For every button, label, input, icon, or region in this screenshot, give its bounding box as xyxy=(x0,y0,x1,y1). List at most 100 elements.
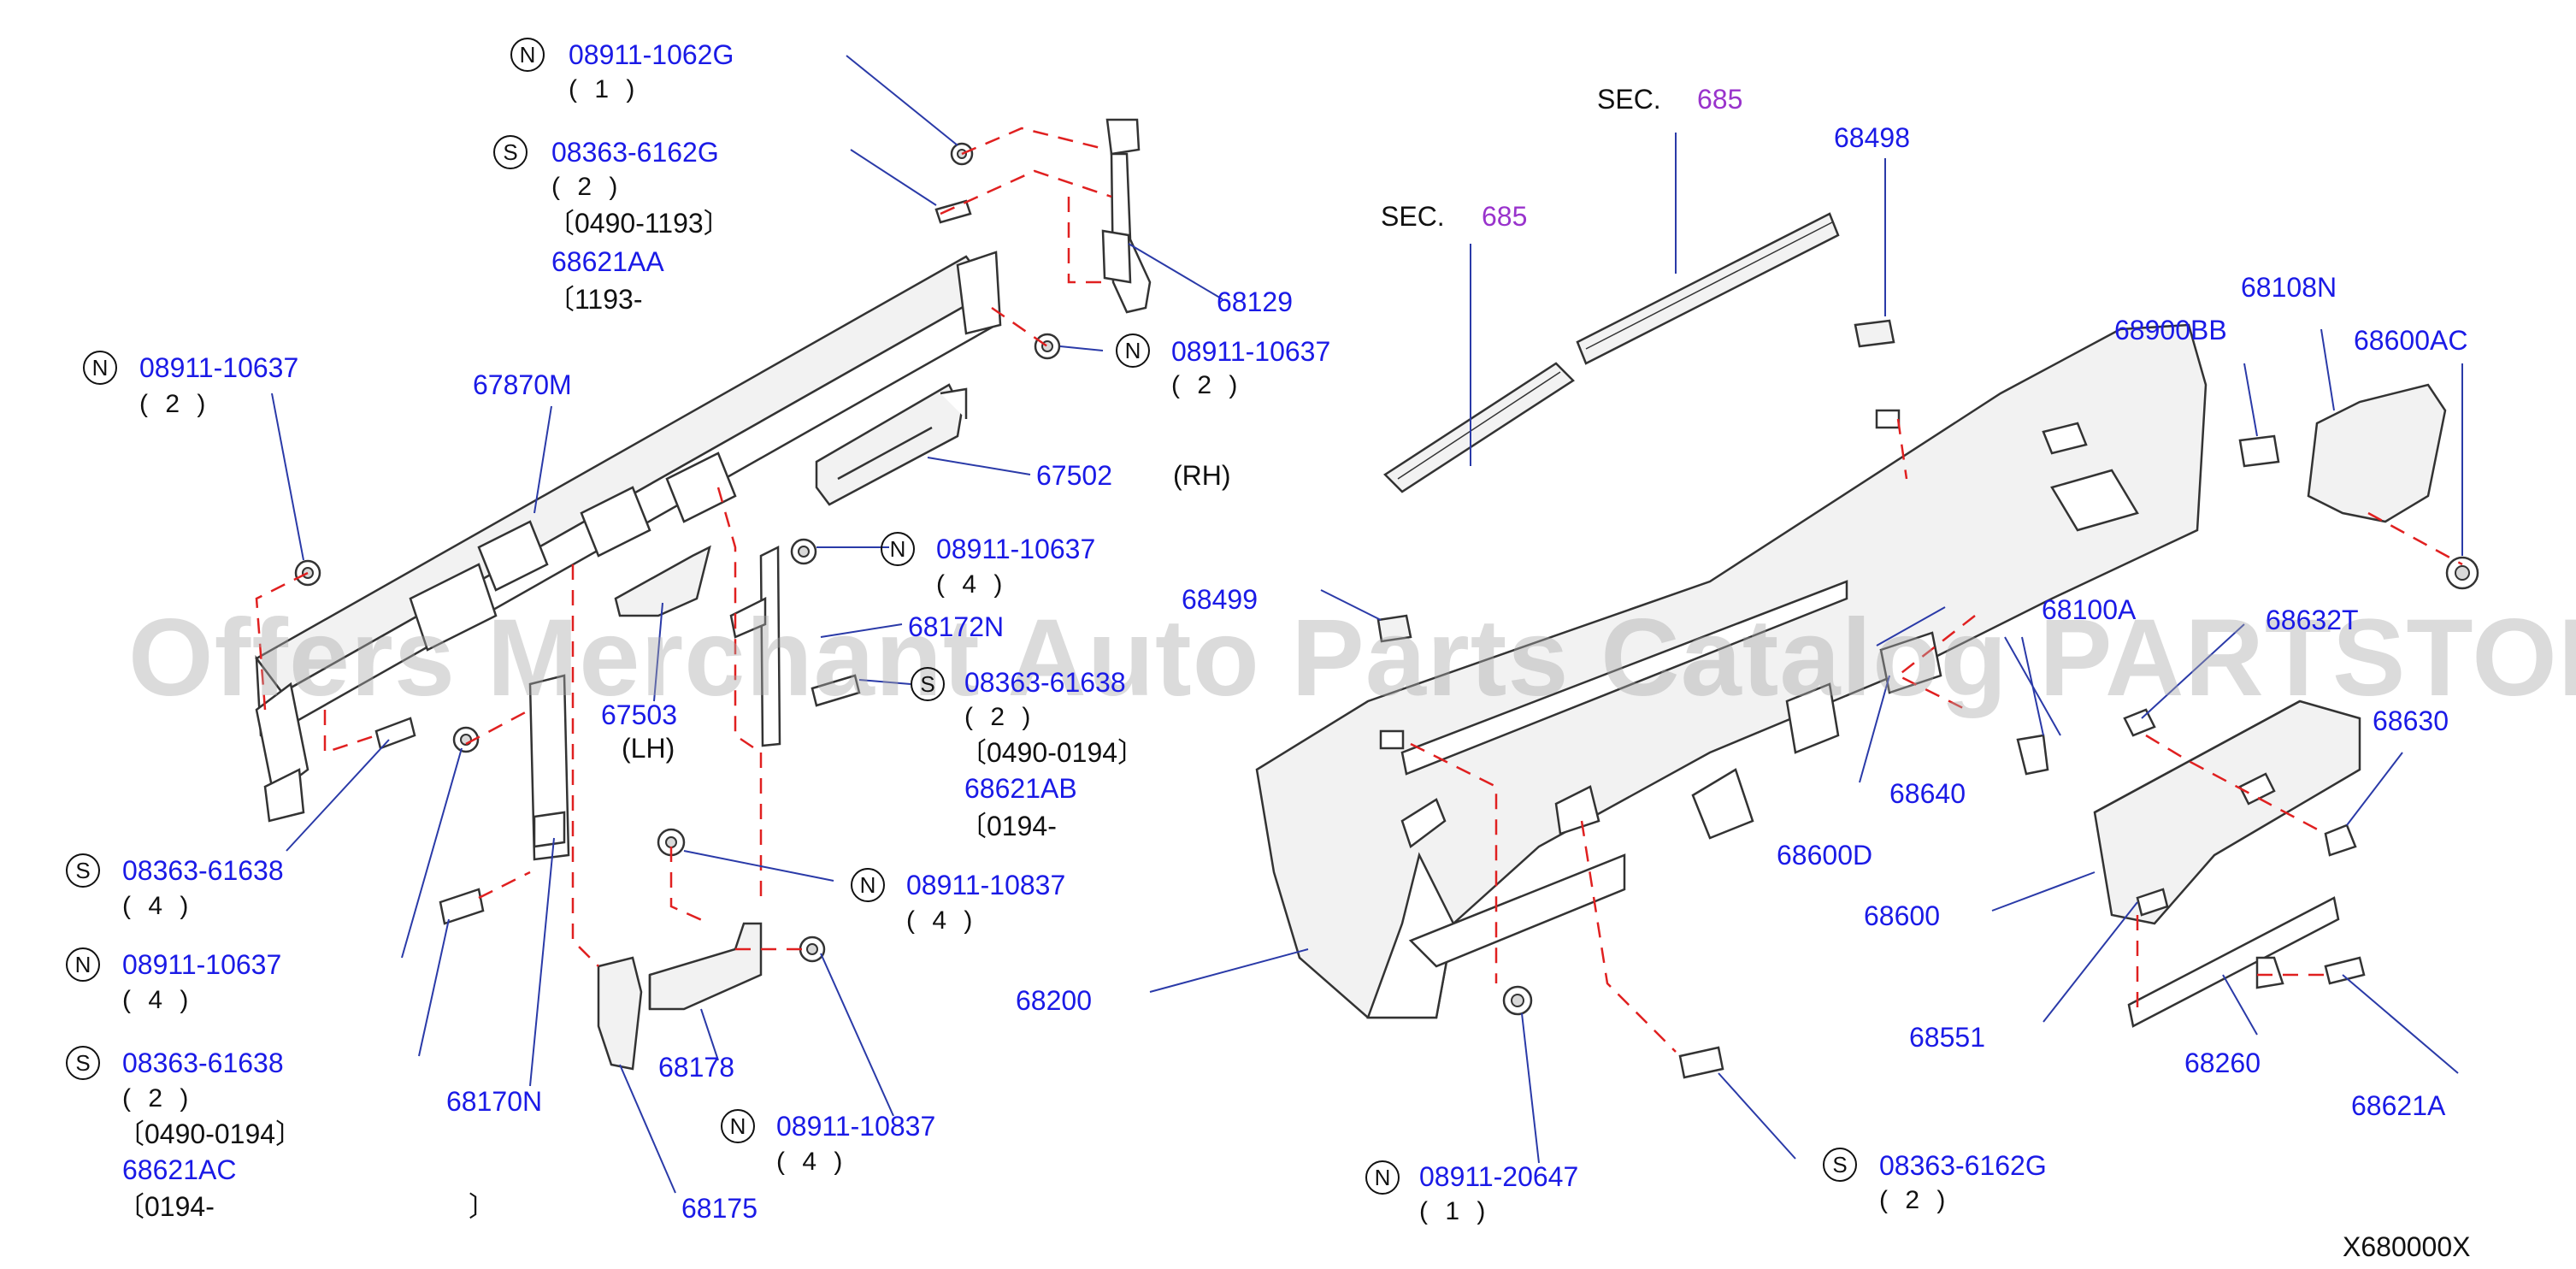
n-badge-10637-c: N xyxy=(881,532,915,566)
qty-10637-c: ( 4 ) xyxy=(936,570,1008,599)
rail-68260 xyxy=(2127,896,2340,1028)
s-badge-6162G-bot: S xyxy=(1823,1148,1857,1182)
label-08363-61638-b[interactable]: 08363-61638 xyxy=(122,1048,284,1078)
n-badge-10837-a: N xyxy=(851,868,885,902)
instrument-panel-68200 xyxy=(1255,323,2208,1019)
label-08363-61638-a[interactable]: 08363-61638 xyxy=(122,855,284,886)
label-68621AC[interactable]: 68621AC xyxy=(122,1154,237,1185)
label-sec-b: SEC. xyxy=(1381,201,1445,232)
bracket-68129 xyxy=(1101,118,1152,314)
qty-6162G-bot: ( 2 ) xyxy=(1879,1186,1951,1214)
qty-10637-b: ( 2 ) xyxy=(1171,371,1243,399)
date-0194-mid: 〔0194- xyxy=(959,811,1057,841)
qty-1062G: ( 1 ) xyxy=(569,75,640,103)
label-68260[interactable]: 68260 xyxy=(2184,1048,2261,1078)
label-68175[interactable]: 68175 xyxy=(681,1193,757,1224)
label-68632T[interactable]: 68632T xyxy=(2266,605,2359,635)
s-badge-61638-mid: S xyxy=(911,667,945,701)
label-sec-b-685[interactable]: 685 xyxy=(1482,201,1528,232)
left-fasteners xyxy=(294,142,1061,963)
date-0194-b-close: 〕 xyxy=(469,1191,497,1222)
label-08363-61638-mid[interactable]: 08363-61638 xyxy=(964,667,1126,698)
label-08911-10637-a[interactable]: 08911-10637 xyxy=(139,352,299,383)
n-badge-20647: N xyxy=(1365,1160,1400,1195)
label-68900BB[interactable]: 68900BB xyxy=(2114,315,2227,345)
label-68621AB[interactable]: 68621AB xyxy=(964,773,1077,804)
diagram-code: X680000X xyxy=(2343,1231,2471,1262)
label-68640[interactable]: 68640 xyxy=(1889,778,1966,809)
assembly-dash-lines xyxy=(255,127,2463,1053)
bracket-67502 xyxy=(815,383,968,506)
label-68600AC[interactable]: 68600AC xyxy=(2354,325,2468,356)
date-0490-0194-b: 〔0490-0194〕 xyxy=(117,1118,304,1149)
date-0490-1193: 〔0490-1193〕 xyxy=(547,208,731,239)
label-68178[interactable]: 68178 xyxy=(658,1052,734,1083)
label-08911-10637-c[interactable]: 08911-10637 xyxy=(936,534,1096,564)
label-68172N[interactable]: 68172N xyxy=(908,611,1005,642)
s-badge-6162G-top: S xyxy=(493,135,528,169)
qty-61638-mid: ( 2 ) xyxy=(964,703,1036,731)
qty-10837-a: ( 4 ) xyxy=(906,906,978,935)
label-08911-10637-d[interactable]: 08911-10637 xyxy=(122,949,282,980)
qty-61638-b: ( 2 ) xyxy=(122,1084,194,1113)
qty-20647: ( 1 ) xyxy=(1419,1197,1491,1225)
n-badge-1062G: N xyxy=(510,38,545,72)
label-67502[interactable]: 67502 xyxy=(1036,460,1112,491)
bracket-68170N xyxy=(528,674,570,861)
label-sec-a-685[interactable]: 685 xyxy=(1697,84,1743,115)
s-badge-61638-b: S xyxy=(66,1046,100,1080)
label-08911-20647[interactable]: 08911-20647 xyxy=(1419,1161,1579,1192)
glove-box-68600 xyxy=(2093,699,2361,925)
label-68600[interactable]: 68600 xyxy=(1864,900,1940,931)
label-08363-6162G-bot[interactable]: 08363-6162G xyxy=(1879,1150,2047,1181)
label-08911-10637-b[interactable]: 08911-10637 xyxy=(1171,336,1331,367)
label-68170N[interactable]: 68170N xyxy=(446,1086,543,1117)
date-0490-0194-mid: 〔0490-0194〕 xyxy=(959,737,1146,768)
qty-10837-b: ( 4 ) xyxy=(776,1148,848,1176)
bracket-68172N xyxy=(729,545,781,747)
label-68200[interactable]: 68200 xyxy=(1016,985,1092,1016)
label-67503[interactable]: 67503 xyxy=(601,699,677,730)
label-68621AA[interactable]: 68621AA xyxy=(551,246,664,277)
n-badge-10637-a: N xyxy=(83,351,117,385)
label-68600D[interactable]: 68600D xyxy=(1777,840,1873,871)
qty-61638-a: ( 4 ) xyxy=(122,892,194,920)
watermark-text: Offers Merchant Auto Parts Catalog PARTS… xyxy=(128,597,2576,719)
n-badge-10637-b: N xyxy=(1116,333,1150,368)
date-1193: 〔1193- xyxy=(547,284,643,315)
label-68551[interactable]: 68551 xyxy=(1909,1022,1985,1053)
label-08911-10837-a[interactable]: 08911-10837 xyxy=(906,870,1066,900)
qty-6162G-top: ( 2 ) xyxy=(551,173,623,201)
label-08363-6162G-top[interactable]: 08363-6162G xyxy=(551,137,719,168)
label-lh: (LH) xyxy=(622,733,675,764)
qty-10637-a: ( 2 ) xyxy=(139,390,211,418)
label-sec-a: SEC. xyxy=(1597,84,1661,115)
label-68621A[interactable]: 68621A xyxy=(2351,1090,2446,1121)
label-68499[interactable]: 68499 xyxy=(1182,584,1258,615)
grille-a xyxy=(1383,362,1575,493)
bracket-67503 xyxy=(614,545,711,617)
label-68498[interactable]: 68498 xyxy=(1834,122,1910,153)
label-68129[interactable]: 68129 xyxy=(1217,286,1293,317)
right-fasteners xyxy=(1376,319,2479,1079)
n-badge-10837-b: N xyxy=(721,1109,755,1143)
steering-member-67870M xyxy=(255,251,1002,823)
grille-b xyxy=(1576,212,1840,365)
leader-lines xyxy=(271,55,2463,1194)
label-68630[interactable]: 68630 xyxy=(2373,705,2449,736)
bracket-68178 xyxy=(648,922,763,1011)
label-68100A[interactable]: 68100A xyxy=(2042,594,2137,625)
n-badge-10637-d: N xyxy=(66,947,100,982)
label-08911-10837-b[interactable]: 08911-10837 xyxy=(776,1111,936,1142)
cover-68108N xyxy=(2307,383,2447,523)
label-rh: (RH) xyxy=(1173,460,1231,491)
qty-10637-d: ( 4 ) xyxy=(122,986,194,1014)
date-0194-b: 〔0194- xyxy=(117,1191,215,1222)
label-08911-1062G[interactable]: 08911-1062G xyxy=(569,39,734,70)
bracket-68175 xyxy=(597,956,643,1071)
label-68108N[interactable]: 68108N xyxy=(2241,272,2337,303)
label-67870M[interactable]: 67870M xyxy=(473,369,572,400)
s-badge-61638-a: S xyxy=(66,853,100,888)
